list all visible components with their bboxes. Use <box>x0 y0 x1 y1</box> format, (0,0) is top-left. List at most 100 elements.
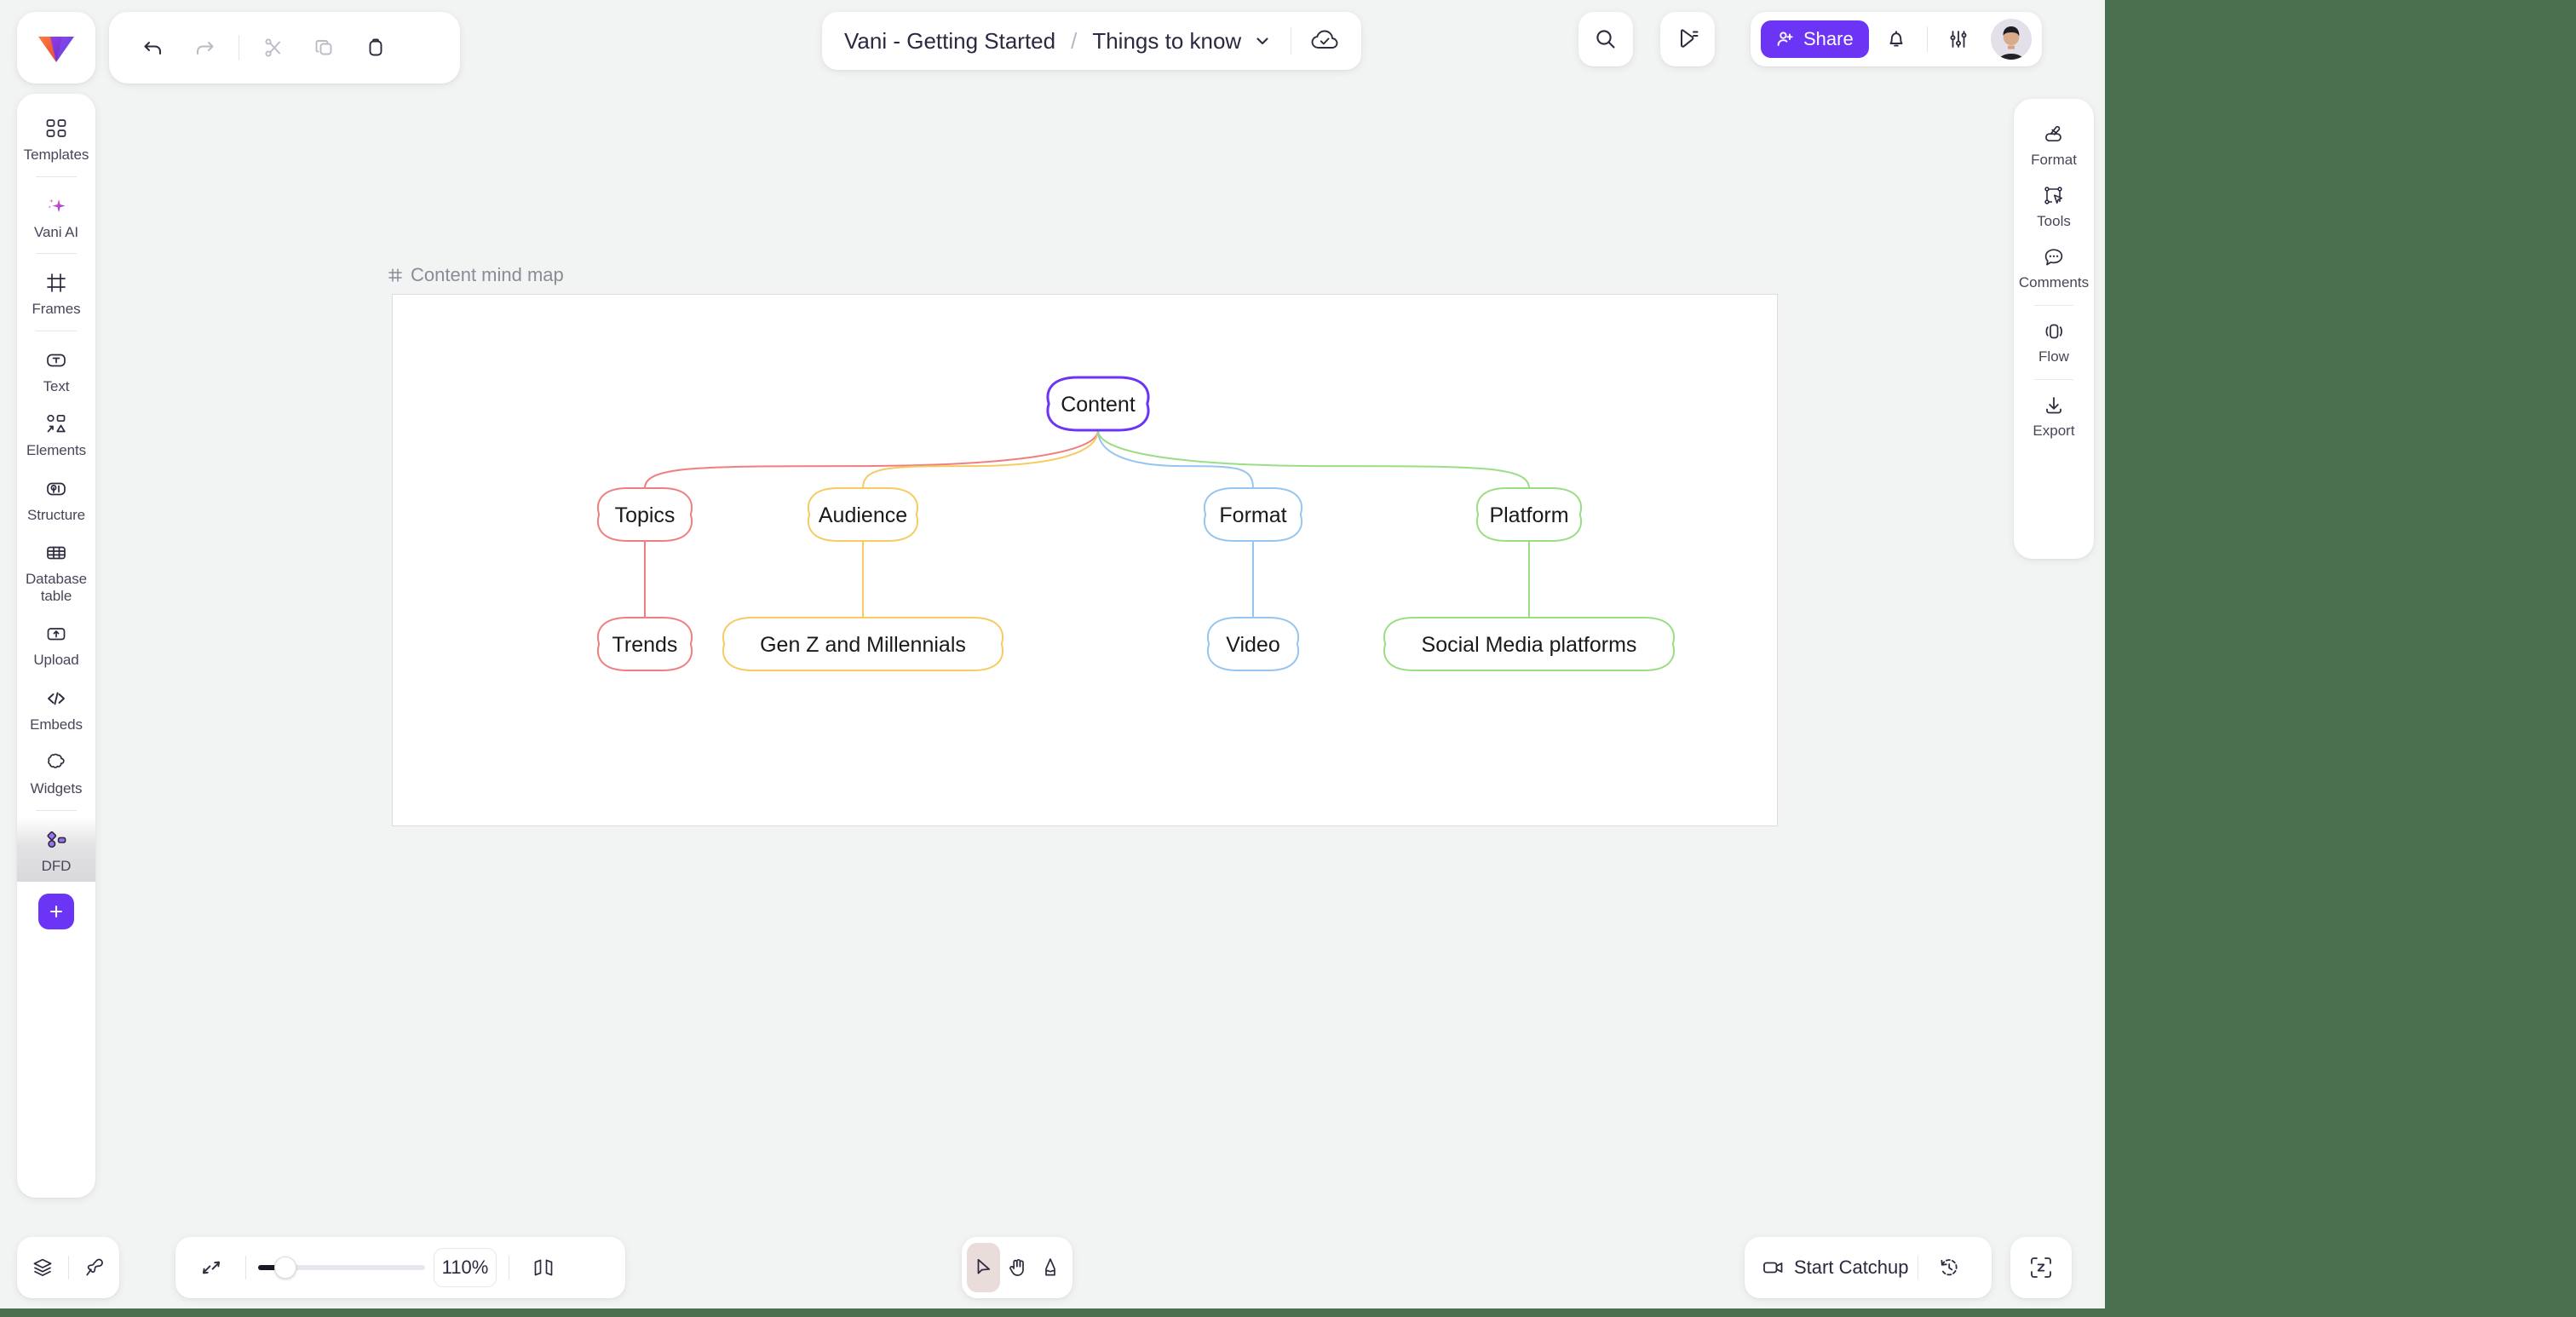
zoom-level-value[interactable]: 110% <box>434 1248 497 1287</box>
zoom-thumb[interactable] <box>273 1257 296 1279</box>
pencil-tool-button[interactable] <box>1034 1243 1067 1292</box>
frame-label[interactable]: Content mind map <box>388 264 564 286</box>
sidebar-label: Elements <box>26 442 87 459</box>
embeds-code-icon <box>45 684 67 713</box>
history-button[interactable] <box>1927 1245 1971 1290</box>
bell-icon <box>1889 31 1903 47</box>
right-item-label: Flow <box>2038 348 2069 365</box>
pin-icon <box>85 1258 103 1276</box>
mindmap-edge[interactable] <box>1097 429 1254 489</box>
sidebar-label: Widgets <box>30 780 83 797</box>
mindmap-edge[interactable] <box>862 429 1099 489</box>
pin-button[interactable] <box>72 1245 117 1290</box>
mindmap-node[interactable]: Social Media platforms <box>1383 617 1675 671</box>
fit-to-screen-icon <box>203 1261 220 1274</box>
fit-to-screen-button[interactable] <box>189 1245 233 1290</box>
cloud-check-icon[interactable] <box>1310 28 1339 54</box>
mindmap-node-shape <box>1476 487 1582 542</box>
sidebar-item-upload[interactable]: Upload <box>17 611 95 676</box>
text-icon <box>45 346 67 375</box>
start-catchup-button[interactable]: Start Catchup <box>1762 1256 1909 1280</box>
frames-icon <box>45 268 67 297</box>
widgets-icon <box>45 748 67 777</box>
sidebar-item-text[interactable]: Text <box>17 337 95 402</box>
sidebar-item-templates[interactable]: Templates <box>17 106 95 170</box>
undo-arrow-icon <box>144 42 161 55</box>
hand-tool-button[interactable] <box>1000 1243 1033 1292</box>
right-item-format[interactable]: Format <box>2014 112 2094 174</box>
copy-button[interactable] <box>301 24 348 72</box>
app-window: Templates Vani AI <box>0 0 2105 1308</box>
structure-icon <box>45 474 67 503</box>
mindmap-node[interactable]: Video <box>1207 617 1299 671</box>
sparkle-ai-icon <box>45 192 67 221</box>
search-button[interactable] <box>1578 12 1633 66</box>
right-item-export[interactable]: Export <box>2014 383 2094 445</box>
paste-button[interactable] <box>352 24 400 72</box>
document-title-bar: Vani - Getting Started / Things to know <box>822 12 1362 70</box>
sidebar-item-vani-ai[interactable]: Vani AI <box>17 183 95 248</box>
right-item-label: Comments <box>2018 274 2090 290</box>
search-icon <box>1596 30 1615 49</box>
cluster-divider <box>1926 26 1928 52</box>
mindmap-node[interactable]: Gen Z and Millennials <box>722 617 1003 671</box>
right-item-comments[interactable]: Comments <box>2014 235 2094 296</box>
sidebar-label: Embeds <box>30 716 83 733</box>
select-tool-button[interactable] <box>967 1243 1001 1292</box>
breadcrumb-separator: / <box>1071 27 1078 54</box>
avatar[interactable] <box>1990 19 2032 60</box>
focus-z-icon <box>2031 1257 2051 1278</box>
sidebar-item-widgets[interactable]: Widgets <box>17 739 95 804</box>
sidebar-item-database-table[interactable]: Database table <box>17 530 95 611</box>
settings-button[interactable] <box>1936 17 1981 61</box>
right-item-flow[interactable]: Flow <box>2014 309 2094 371</box>
mindmap-node[interactable]: Trends <box>597 617 693 671</box>
app-logo-panel[interactable] <box>17 12 95 83</box>
focus-mode-button[interactable] <box>2010 1237 2072 1298</box>
minimap-button[interactable] <box>521 1245 566 1290</box>
mindmap-node-label: Format <box>1219 503 1286 527</box>
mindmap-edge[interactable] <box>644 429 1099 489</box>
right-item-tools[interactable]: Tools <box>2014 174 2094 235</box>
cut-button[interactable] <box>250 24 297 72</box>
mindmap-node-label: Platform <box>1489 503 1568 527</box>
sidebar-item-structure[interactable]: Structure <box>17 466 95 531</box>
undo-button[interactable] <box>129 24 177 72</box>
mindmap-node[interactable]: Topics <box>597 487 693 542</box>
mindmap-node[interactable]: Format <box>1204 487 1302 542</box>
chevron-down-icon[interactable] <box>1253 32 1272 50</box>
plus-icon <box>49 905 63 917</box>
mindmap-node[interactable]: Audience <box>808 487 918 542</box>
sidebar-divider <box>36 175 77 177</box>
sidebar-label: Templates <box>23 147 89 163</box>
export-download-icon <box>2043 392 2065 419</box>
bottom-divider <box>67 1256 69 1280</box>
sidebar-item-dfd[interactable]: DFD <box>17 817 95 882</box>
mindmap-node[interactable]: Content <box>1046 376 1150 432</box>
share-button[interactable]: Share <box>1761 20 1869 58</box>
document-title[interactable]: Vani - Getting Started <box>844 27 1056 54</box>
sidebar-item-embeds[interactable]: Embeds <box>17 676 95 740</box>
add-panel-button[interactable] <box>38 893 74 929</box>
mindmap-node-shape <box>597 487 693 542</box>
sidebar-item-frames[interactable]: Frames <box>17 260 95 325</box>
page-title[interactable]: Things to know <box>1092 27 1242 54</box>
present-button[interactable] <box>1660 12 1715 66</box>
templates-grid-icon <box>45 114 67 143</box>
mindmap-node[interactable]: Platform <box>1476 487 1582 542</box>
edit-toolbar <box>109 12 460 83</box>
zoom-slider[interactable] <box>258 1257 425 1279</box>
right-sidebar: Format Tools Comments <box>2014 99 2094 559</box>
share-label: Share <box>1803 28 1854 49</box>
notifications-button[interactable] <box>1874 17 1918 61</box>
mindmap-edge[interactable] <box>1097 429 1530 489</box>
sidebar-item-elements[interactable]: Elements <box>17 401 95 466</box>
catchup-label: Start Catchup <box>1794 1257 1909 1278</box>
layers-button[interactable] <box>20 1245 65 1290</box>
sidebar-label: Text <box>43 377 70 394</box>
mindmap-node-label: Content <box>1061 393 1136 417</box>
redo-button[interactable] <box>181 24 228 72</box>
canvas-tools-panel <box>962 1237 1072 1298</box>
